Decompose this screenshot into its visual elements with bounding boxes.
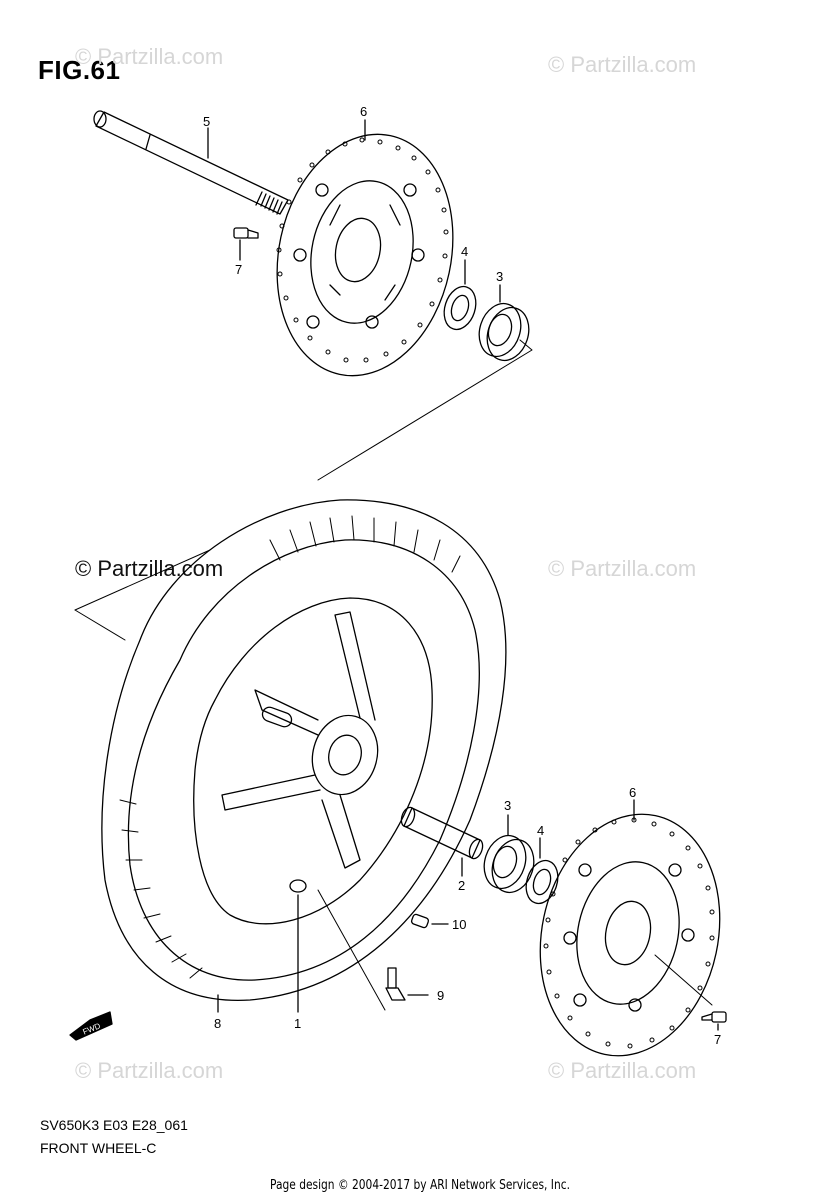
figure-title: FIG.61 — [38, 55, 121, 85]
callout-6-lower: 6 — [629, 785, 636, 800]
watermark-bottom-left: © Partzilla.com — [75, 1058, 224, 1083]
callout-5: 5 — [203, 114, 210, 129]
axle-part — [93, 110, 289, 215]
watermark-mid-right: © Partzilla.com — [548, 556, 697, 581]
tire-valve — [385, 967, 429, 1001]
callout-8: 8 — [214, 1016, 221, 1031]
section-caption: FRONT WHEEL-C — [40, 1140, 157, 1156]
brake-disc-upper — [276, 119, 454, 377]
oil-seal-upper — [443, 259, 477, 331]
callout-6-upper: 6 — [360, 104, 367, 119]
watermark-top-right: © Partzilla.com — [548, 52, 697, 77]
bearing-lower — [483, 814, 535, 894]
valve-cap — [410, 913, 449, 929]
page-footer: Page design © 2004-2017 by ARI Network S… — [270, 1178, 570, 1193]
tire — [101, 499, 507, 1013]
watermark-bottom-right: © Partzilla.com — [548, 1058, 697, 1083]
fwd-arrow-icon — [69, 1011, 113, 1041]
callout-7-upper: 7 — [235, 262, 242, 277]
callout-7-lower: 7 — [714, 1032, 721, 1047]
callout-9: 9 — [437, 988, 444, 1003]
callout-1: 1 — [294, 1016, 301, 1031]
callout-3-lower: 3 — [504, 798, 511, 813]
disc-bolt-lower — [701, 1011, 727, 1031]
oil-seal-lower — [525, 837, 559, 905]
disc-bolt-upper — [233, 227, 259, 261]
brake-disc-lower — [539, 799, 721, 1057]
callout-2: 2 — [458, 878, 465, 893]
watermark-top-left: © Partzilla.com — [75, 44, 224, 69]
spacer — [400, 806, 484, 877]
callout-4-lower: 4 — [537, 823, 544, 838]
callout-10: 10 — [452, 917, 466, 932]
model-code-caption: SV650K3 E03 E28_061 — [40, 1117, 188, 1133]
wheel-rim — [193, 597, 433, 1013]
callout-4-upper: 4 — [461, 244, 468, 259]
callout-3-upper: 3 — [496, 269, 503, 284]
bearing-upper — [478, 284, 530, 362]
